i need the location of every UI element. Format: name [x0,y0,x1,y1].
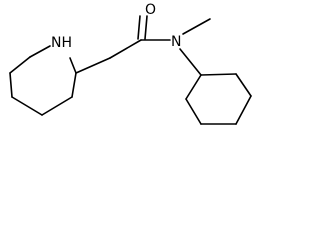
bond [11,96,43,116]
piperidine-ring [9,45,77,116]
oxygen-label: O [145,2,156,18]
n-methyl [182,18,211,35]
bond [185,74,202,100]
carbonyl-double-bond [137,15,141,40]
bond [9,56,31,74]
cyclohexyl-ring [179,48,252,125]
carbonyl-double-bond [144,15,148,40]
bond [41,96,73,116]
bond [9,72,13,98]
acetamide-chain [75,15,171,74]
bond [69,57,77,74]
bond [75,57,111,74]
bond [200,73,237,76]
bond [235,73,252,97]
nitrogen-label: N [171,34,181,50]
bond [179,48,202,76]
bond [182,18,211,35]
chemical-structure: NH O N [9,2,252,125]
nh-label: NH [51,35,72,51]
bond [109,39,142,59]
bond [235,95,252,125]
bond [185,98,202,125]
bond [71,72,77,98]
bond [29,45,51,58]
